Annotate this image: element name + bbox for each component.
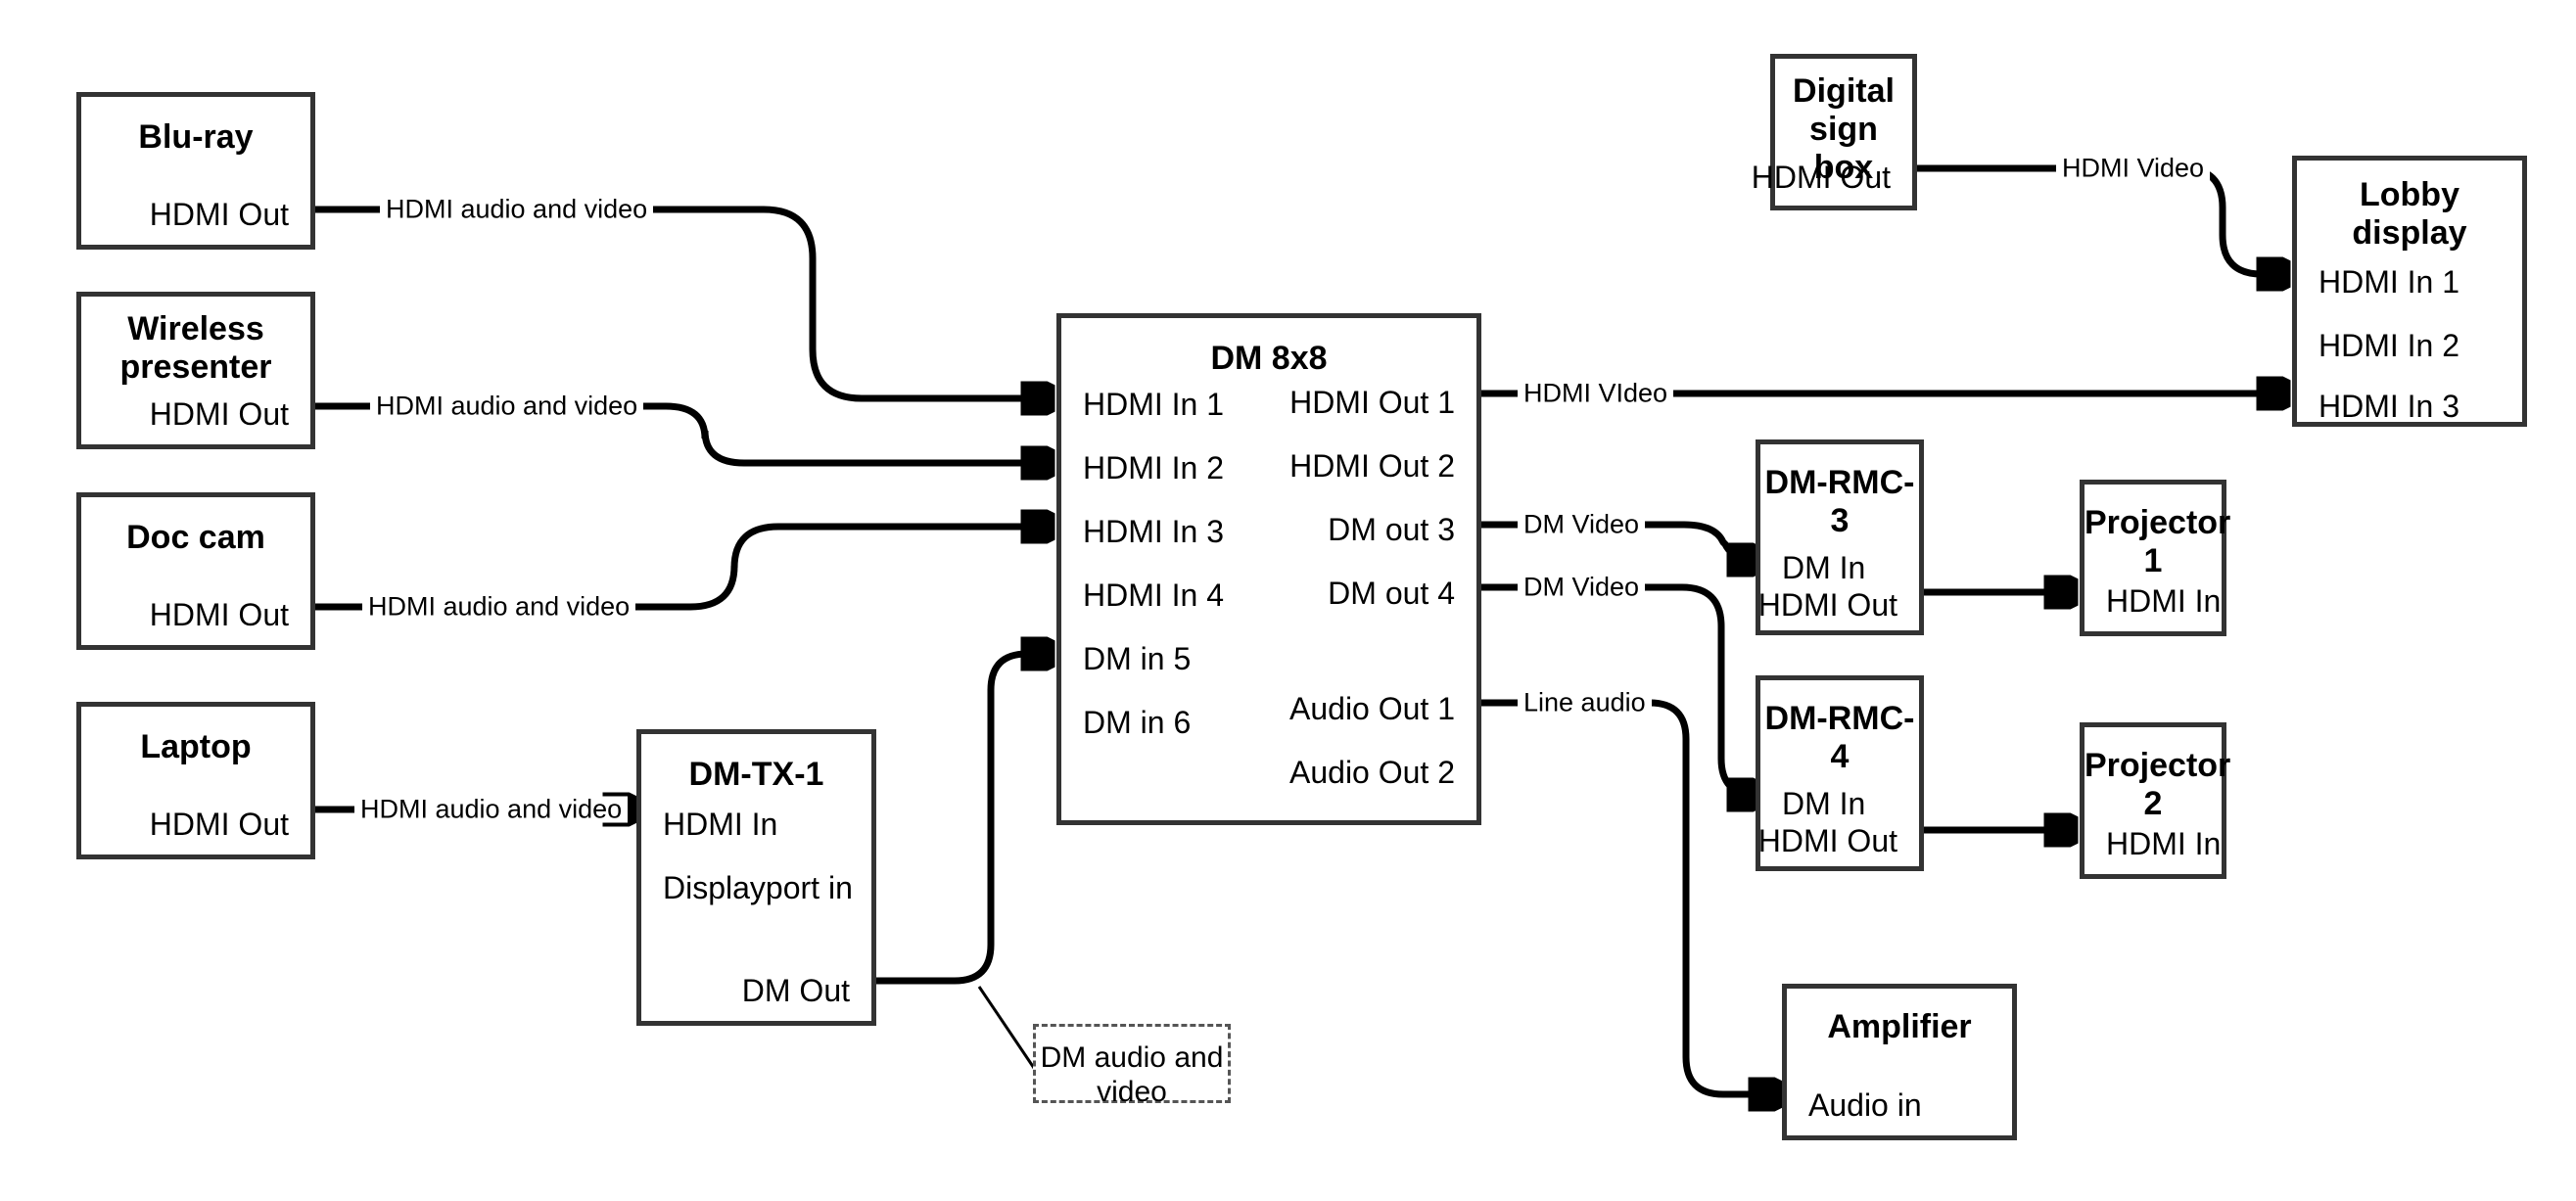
- edge-label-sign-hdmi-video: HDMI Video: [2056, 155, 2211, 182]
- node-doc-cam-port-hdmi-out[interactable]: HDMI Out: [149, 597, 289, 632]
- node-dm-rmc-3-port-hdmi-out[interactable]: HDMI Out: [1757, 587, 1897, 623]
- edge-label-audio-out-1: Line audio: [1518, 689, 1652, 716]
- node-laptop-port-hdmi-out[interactable]: HDMI Out: [149, 807, 289, 842]
- wire-dmtx1-to-dm-in-5: [876, 654, 1050, 985]
- node-dm-tx-1-port-displayport-in[interactable]: Displayport in: [663, 870, 853, 905]
- node-dm-tx-1-port-hdmi-in[interactable]: HDMI In: [663, 807, 778, 842]
- node-dm-rmc-3-port-dm-in[interactable]: DM In: [1782, 550, 1866, 585]
- node-dm-tx-1-title: DM-TX-1: [688, 756, 824, 793]
- edge-label-bluray: HDMI audio and video: [380, 196, 654, 223]
- node-laptop[interactable]: Laptop HDMI Out: [76, 702, 315, 859]
- node-dm-8x8-input-hdmi-in-2[interactable]: HDMI In 2: [1083, 450, 1225, 485]
- node-dm-rmc-4-port-hdmi-out[interactable]: HDMI Out: [1757, 823, 1897, 858]
- node-amplifier[interactable]: Amplifier Audio in: [1782, 984, 2017, 1140]
- edge-label-hdmi-out-1: HDMI VIdeo: [1518, 380, 1674, 407]
- node-lobby-display[interactable]: Lobby display HDMI In 1 HDMI In 2 HDMI I…: [2292, 156, 2527, 427]
- node-dm-8x8-output-hdmi-out-1[interactable]: HDMI Out 1: [1289, 385, 1455, 420]
- node-wireless-presenter-title: Wireless presenter: [119, 310, 272, 387]
- node-projector-1[interactable]: Projector 1 HDMI In: [2080, 480, 2231, 636]
- wire-bluray-to-hdmi-in-1: [315, 206, 1050, 398]
- callout-dm-audio-and-video: DM audio and video: [1033, 1024, 1231, 1108]
- node-dm-tx-1[interactable]: DM-TX-1 HDMI In Displayport in DM Out: [636, 729, 876, 1026]
- node-laptop-title: Laptop: [140, 728, 252, 765]
- node-projector-2[interactable]: Projector 2 HDMI In: [2080, 722, 2231, 879]
- node-bluray-title: Blu-ray: [138, 118, 254, 156]
- node-dm-8x8-input-hdmi-in-1[interactable]: HDMI In 1: [1083, 387, 1225, 422]
- edge-label-doccam: HDMI audio and video: [362, 593, 636, 621]
- node-bluray-port-hdmi-out[interactable]: HDMI Out: [149, 197, 289, 232]
- node-dm-8x8-title: DM 8x8: [1210, 340, 1328, 377]
- node-digital-sign-box-port-hdmi-out[interactable]: HDMI Out: [1751, 160, 1891, 195]
- node-dm-8x8-output-hdmi-out-2[interactable]: HDMI Out 2: [1289, 448, 1455, 484]
- node-dm-8x8-input-dm-in-6[interactable]: DM in 6: [1083, 705, 1192, 740]
- node-lobby-display-port-hdmi-in-1[interactable]: HDMI In 1: [2318, 264, 2460, 300]
- node-dm-8x8-output-dm-out-3[interactable]: DM out 3: [1328, 512, 1455, 547]
- node-wireless-presenter[interactable]: Wireless presenter HDMI Out: [76, 292, 315, 449]
- node-lobby-display-port-hdmi-in-3[interactable]: HDMI In 3: [2318, 389, 2460, 424]
- node-dm-8x8-output-dm-out-4[interactable]: DM out 4: [1328, 576, 1455, 611]
- node-amplifier-port-audio-in[interactable]: Audio in: [1808, 1087, 1922, 1123]
- edge-label-laptop: HDMI audio and video: [354, 796, 629, 823]
- edge-label-dm-out-3: DM Video: [1518, 511, 1646, 538]
- node-projector-2-port-hdmi-in[interactable]: HDMI In: [2106, 826, 2222, 861]
- node-doc-cam[interactable]: Doc cam HDMI Out: [76, 492, 315, 650]
- node-dm-8x8-input-hdmi-in-3[interactable]: HDMI In 3: [1083, 514, 1225, 549]
- callout-dm-audio-and-video-text: DM audio and video: [1040, 1041, 1224, 1109]
- node-dm-8x8-output-audio-out-2[interactable]: Audio Out 2: [1289, 755, 1455, 790]
- callout-leader-line: [977, 986, 1042, 1078]
- node-wireless-presenter-port-hdmi-out[interactable]: HDMI Out: [149, 396, 289, 432]
- node-dm-8x8-input-hdmi-in-4[interactable]: HDMI In 4: [1083, 577, 1225, 613]
- node-lobby-display-title: Lobby display: [2352, 176, 2467, 253]
- node-projector-1-title: Projector 1: [2084, 504, 2231, 580]
- node-projector-1-port-hdmi-in[interactable]: HDMI In: [2106, 583, 2222, 619]
- node-doc-cam-title: Doc cam: [126, 519, 265, 556]
- node-projector-2-title: Projector 2: [2084, 747, 2231, 823]
- node-bluray[interactable]: Blu-ray HDMI Out: [76, 92, 315, 250]
- node-dm-8x8-input-dm-in-5[interactable]: DM in 5: [1083, 641, 1192, 676]
- edge-label-dm-out-4: DM Video: [1518, 574, 1646, 601]
- wire-audio-out-1-to-amplifier: [1481, 699, 1777, 1094]
- node-digital-sign-box[interactable]: Digital sign box HDMI Out: [1752, 54, 1917, 210]
- node-dm-rmc-3-title: DM-RMC-3: [1764, 464, 1915, 540]
- node-dm-rmc-4-port-dm-in[interactable]: DM In: [1782, 786, 1866, 821]
- node-dm-tx-1-port-dm-out[interactable]: DM Out: [741, 973, 850, 1008]
- node-dm-rmc-3[interactable]: DM-RMC-3 DM In HDMI Out: [1756, 439, 1924, 635]
- node-dm-8x8-output-audio-out-1[interactable]: Audio Out 1: [1289, 691, 1455, 726]
- edge-label-wireless: HDMI audio and video: [370, 393, 644, 420]
- node-dm-rmc-4-title: DM-RMC-4: [1764, 700, 1915, 776]
- node-lobby-display-port-hdmi-in-2[interactable]: HDMI In 2: [2318, 328, 2460, 363]
- node-dm-8x8[interactable]: DM 8x8 HDMI In 1 HDMI In 2 HDMI In 3 HDM…: [1056, 313, 1481, 825]
- node-digital-sign-box-title: Digital sign box: [1793, 72, 1895, 187]
- wire-sign-to-lobby-hdmi-in-1: [1917, 164, 2285, 274]
- node-dm-rmc-4[interactable]: DM-RMC-4 DM In HDMI Out: [1756, 675, 1924, 871]
- node-amplifier-title: Amplifier: [1827, 1008, 1972, 1045]
